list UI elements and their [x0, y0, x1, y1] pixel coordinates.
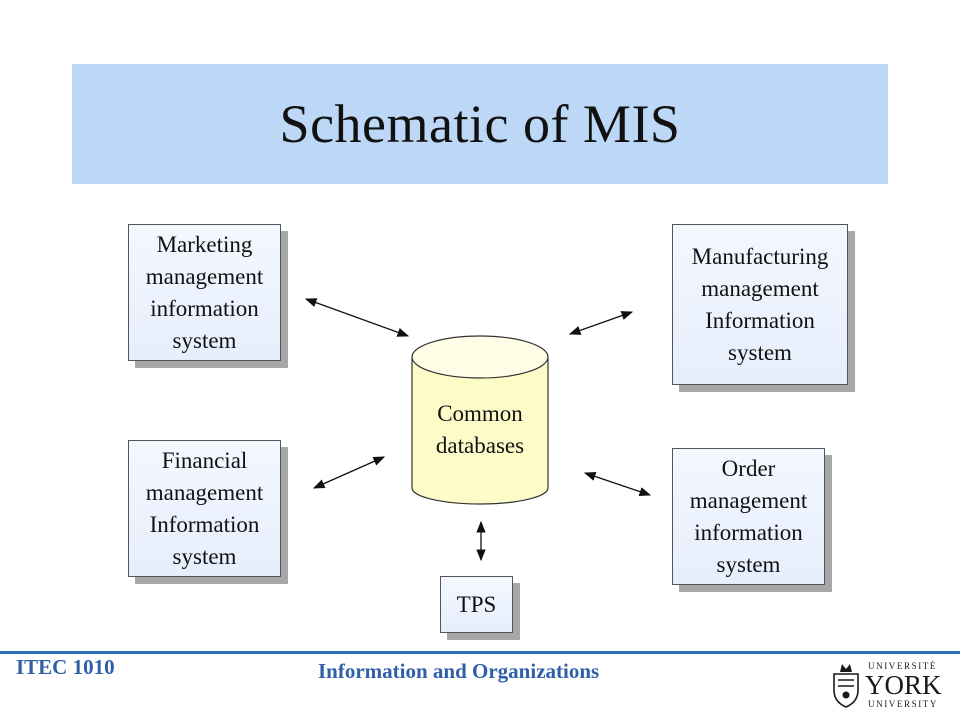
- title-band: Schematic of MIS: [72, 64, 888, 184]
- node-label-line: system: [172, 543, 237, 569]
- node-label-line: Manufacturing: [691, 243, 829, 269]
- slide-title: Schematic of MIS: [279, 94, 681, 154]
- node-label-line: system: [716, 551, 781, 577]
- order-mis-box: Order management information system: [672, 448, 825, 585]
- node-label-line: management: [689, 487, 808, 513]
- manufacturing-mis-box: Manufacturing management Information sys…: [672, 224, 848, 385]
- node-label-line: information: [694, 519, 803, 545]
- footer-course: ITEC 1010: [16, 655, 115, 679]
- node-label-line: Information: [149, 511, 260, 537]
- node-label-line: system: [728, 339, 792, 365]
- crest-icon: [833, 664, 859, 708]
- tps-box: TPS: [440, 576, 513, 633]
- financial-mis-box: Financial management Information system: [128, 440, 281, 577]
- arrow-financial-database: [312, 456, 386, 489]
- node-label-line: system: [172, 327, 237, 353]
- logo-main-text: YORK: [865, 670, 942, 700]
- logo-top-text: UNIVERSITÉ: [868, 661, 937, 671]
- node-label-line: management: [701, 275, 819, 301]
- logo-bottom-text: UNIVERSITY: [868, 699, 938, 709]
- arrow-order-database: [583, 471, 652, 497]
- arrow-manufacturing-database: [568, 311, 634, 335]
- york-university-logo: UNIVERSITÉ YORK UNIVERSITY: [833, 661, 942, 709]
- database-label-line: Common: [437, 401, 523, 426]
- node-label-line: Marketing: [156, 231, 253, 257]
- database-label: Common databases: [412, 398, 548, 462]
- footer-subject: Information and Organizations: [318, 659, 600, 683]
- node-label-line: management: [145, 479, 264, 505]
- node-label-line: management: [145, 263, 264, 289]
- node-label-line: Financial: [161, 447, 248, 473]
- footer-rule: [0, 651, 960, 654]
- marketing-mis-box: Marketing management information system: [128, 224, 281, 361]
- database-cylinder: [411, 335, 549, 505]
- node-label-line: TPS: [456, 591, 497, 617]
- node-label-line: Information: [705, 307, 815, 333]
- node-label-line: Order: [721, 455, 776, 481]
- database-label-line: databases: [435, 433, 525, 458]
- node-label-line: information: [150, 295, 259, 321]
- arrow-marketing-database: [304, 298, 410, 337]
